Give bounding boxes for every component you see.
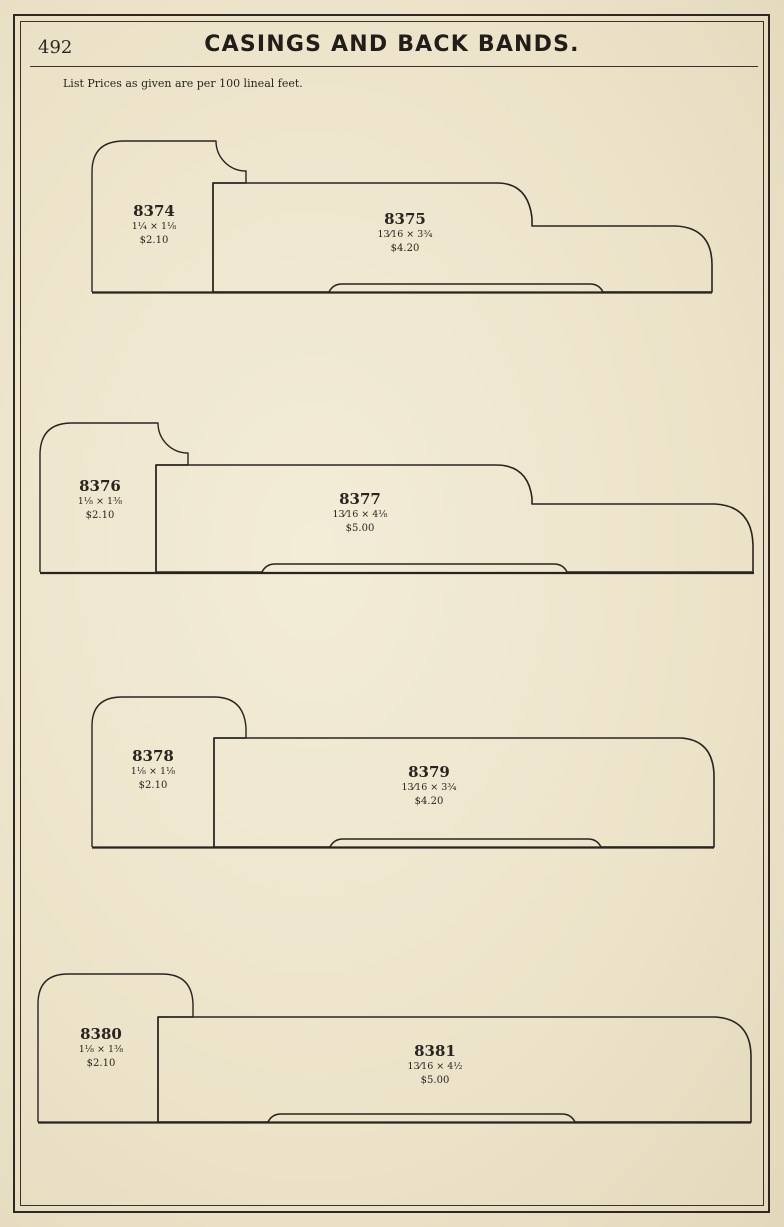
molding-number: 8377 (339, 490, 381, 508)
molding-number: 8376 (79, 477, 121, 495)
label-8374: 8374 1¼ × 1⅛ $2.10 (118, 203, 190, 249)
profile-group-4 (37, 973, 752, 1124)
profile-8375 (212, 182, 713, 293)
profile-8374 (91, 140, 247, 292)
molding-number: 8378 (132, 747, 174, 765)
label-8378: 8378 1⅛ × 1⅛ $2.10 (117, 748, 189, 794)
molding-price: $2.10 (86, 1058, 116, 1069)
page-border-inner (20, 21, 764, 1206)
label-8380: 8380 1⅛ × 1⅜ $2.10 (65, 1026, 137, 1072)
molding-size: 13⁄16 × 4⅛ (332, 509, 388, 520)
molding-size: 1⅛ × 1⅜ (78, 1044, 124, 1055)
profile-8376 (39, 422, 189, 572)
molding-size: 1⅛ × 1⅛ (130, 766, 176, 777)
profile-8381 (157, 1016, 752, 1123)
label-8377: 8377 13⁄16 × 4⅛ $5.00 (315, 491, 405, 537)
molding-price: $2.10 (139, 235, 169, 246)
profile-8378 (91, 696, 247, 847)
title-rule (30, 66, 758, 67)
profile-8380 (37, 973, 194, 1122)
molding-size: 13⁄16 × 3¾ (377, 229, 433, 240)
label-8381: 8381 13⁄16 × 4½ $5.00 (390, 1043, 480, 1089)
molding-size: 13⁄16 × 3¾ (401, 782, 457, 793)
molding-price: $4.20 (414, 796, 444, 807)
label-8379: 8379 13⁄16 × 3¾ $4.20 (384, 764, 474, 810)
molding-number: 8374 (133, 202, 175, 220)
molding-number: 8379 (408, 763, 450, 781)
molding-price: $5.00 (345, 523, 375, 534)
molding-number: 8380 (80, 1025, 122, 1043)
profile-group-2 (39, 422, 754, 575)
page-border-outer (13, 14, 770, 1213)
molding-size: 1⅛ × 1⅜ (77, 496, 123, 507)
label-8375: 8375 13⁄16 × 3¾ $4.20 (360, 211, 450, 257)
page-number: 492 (38, 37, 73, 58)
molding-size: 13⁄16 × 4½ (407, 1061, 463, 1072)
molding-price: $4.20 (390, 243, 420, 254)
price-note: List Prices as given are per 100 lineal … (63, 77, 303, 90)
molding-price: $2.10 (138, 780, 168, 791)
molding-size: 1¼ × 1⅛ (131, 221, 177, 232)
profile-8377 (155, 464, 754, 573)
molding-number: 8375 (384, 210, 426, 228)
label-8376: 8376 1⅛ × 1⅜ $2.10 (64, 478, 136, 524)
molding-number: 8381 (414, 1042, 456, 1060)
profile-group-3 (91, 696, 715, 849)
profile-8379 (213, 737, 715, 848)
page-title: CASINGS AND BACK BANDS. (204, 32, 580, 57)
profile-group-1 (91, 140, 713, 294)
molding-price: $5.00 (420, 1075, 450, 1086)
molding-price: $2.10 (85, 510, 115, 521)
